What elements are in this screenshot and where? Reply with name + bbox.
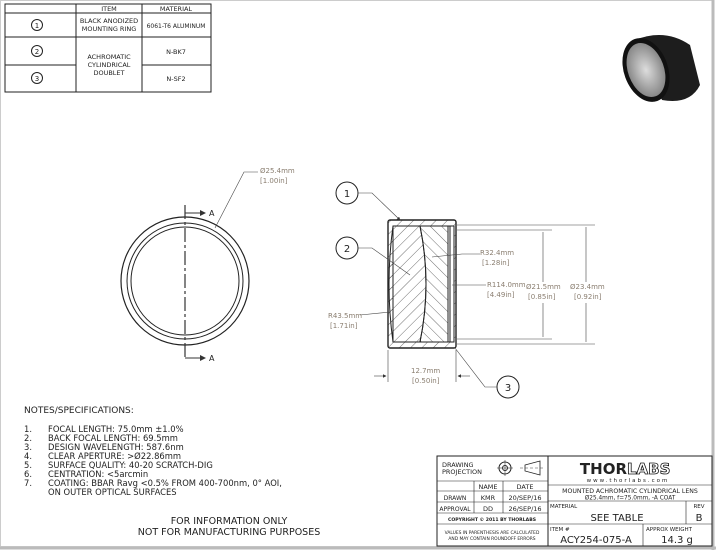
table-header-item: ITEM — [101, 5, 117, 13]
rev-label: REV — [693, 504, 704, 510]
radius-3-dim: R43.5mm — [328, 312, 362, 320]
radius-1-dim-in: [1.28in] — [482, 259, 510, 267]
drawn-name: KMR — [481, 494, 496, 502]
values-note: VALUES IN PARENTHESIS ARE CALCULATED — [445, 530, 540, 536]
length-dim-in: [0.50in] — [412, 377, 440, 385]
notes-title: NOTES/SPECIFICATIONS: — [24, 406, 134, 416]
note-text: BACK FOCAL LENGTH: 69.5mm — [48, 433, 178, 443]
note-text: CENTRATION: <5arcmin — [48, 469, 148, 479]
radius-3-dim-in: [1.71in] — [330, 322, 358, 330]
title-block: DRAWING PROJECTION NAME DATE DRAWN KMR 2… — [436, 455, 713, 547]
note-text: FOCAL LENGTH: 75.0mm ±1.0% — [48, 424, 184, 434]
note-number: 5. — [24, 460, 32, 470]
weight-label: APPROX WEIGHT — [646, 527, 693, 533]
section-label-top: A — [209, 209, 215, 218]
svg-text:THOR: THOR — [580, 460, 628, 478]
section-label-bottom: A — [209, 354, 215, 363]
balloon-label: 1 — [35, 22, 39, 30]
rev-value: B — [696, 513, 703, 524]
website-text: www.thorlabs.com — [587, 478, 670, 484]
radius-2-dim-in: [4.49in] — [487, 291, 515, 299]
date-header: DATE — [517, 483, 534, 491]
balloon-3-label: 3 — [505, 383, 511, 394]
copyright-text: COPYRIGHT © 2011 BY THORLABS — [448, 517, 536, 523]
item-text: MOUNTING RING — [82, 25, 137, 33]
note-text: CLEAR APERTURE: >Ø22.86mm — [48, 451, 181, 461]
disclaimer-line-1: FOR INFORMATION ONLY — [171, 516, 288, 527]
front-view: A A Ø25.4mm [1.00in] — [120, 167, 295, 363]
part-description: MOUNTED ACHROMATIC CYLINDRICAL LENS — [562, 488, 698, 495]
balloon-label: 2 — [35, 48, 39, 56]
radius-2-dim: R114.0mm — [487, 281, 526, 289]
notes-section: NOTES/SPECIFICATIONS: 1. FOCAL LENGTH: 7… — [24, 406, 320, 538]
note-number: 7. — [24, 478, 32, 488]
balloon-2 — [31, 45, 43, 57]
note-text: SURFACE QUALITY: 40-20 SCRATCH-DIG — [48, 460, 213, 470]
approval-date: 26/SEP/16 — [508, 505, 541, 513]
item-number-value: ACY254-075-A — [560, 535, 632, 546]
balloon-1-label: 1 — [344, 189, 350, 200]
radius-1-dim: R32.4mm — [480, 249, 514, 257]
lens-3d-render — [622, 35, 700, 102]
clear-diameter-dim: Ø21.5mm — [526, 283, 561, 291]
item-text: BLACK ANODIZED — [80, 17, 138, 25]
table-header-material: MATERIAL — [160, 5, 193, 13]
length-dim: 12.7mm — [411, 367, 440, 375]
outer-diameter-dim: Ø23.4mm — [570, 283, 605, 291]
item-number-label: ITEM # — [550, 527, 570, 533]
note-number: 6. — [24, 469, 32, 479]
approval-label: APPROVAL — [439, 506, 471, 513]
note-text: ON OUTER OPTICAL SURFACES — [48, 487, 177, 497]
thorlabs-logo: THOR LABS — [580, 460, 671, 479]
approval-name: DD — [483, 505, 493, 513]
parts-table: ITEM MATERIAL 1 2 3 BLACK ANODIZED MOUNT… — [4, 3, 212, 93]
disclaimer-line-2: NOT FOR MANUFACTURING PURPOSES — [138, 527, 320, 538]
material-value: SEE TABLE — [590, 513, 643, 524]
material-label: MATERIAL — [550, 504, 578, 510]
balloon-2-label: 2 — [344, 244, 350, 255]
part-description-specs: Ø25.4mm, f=75.0mm, -A COAT — [585, 495, 676, 502]
note-number: 3. — [24, 442, 32, 452]
balloon-label: 3 — [35, 75, 39, 83]
weight-value: 14.3 g — [661, 535, 693, 546]
drawn-date: 20/SEP/16 — [508, 494, 541, 502]
svg-text:LABS: LABS — [627, 460, 670, 478]
item-text: DOUBLET — [93, 69, 124, 77]
balloon-3 — [31, 72, 43, 84]
note-number: 1. — [24, 424, 32, 434]
drawn-label: DRAWN — [444, 495, 467, 502]
note-text: DESIGN WAVELENGTH: 587.6nm — [48, 442, 184, 452]
projection-label: DRAWING — [442, 461, 474, 469]
note-number: 2. — [24, 433, 32, 443]
material-text: N-SF2 — [166, 75, 185, 83]
diameter-dim-in: [1.00in] — [260, 177, 288, 185]
material-text: 6061-T6 ALUMINUM — [147, 23, 206, 30]
outer-diameter-dim-in: [0.92in] — [574, 293, 602, 301]
item-text: ACHROMATIC — [87, 53, 131, 61]
section-view: 1 2 3 R32.4mm [1.28in] R114.0mm [4.49in]… — [328, 181, 605, 399]
clear-diameter-dim-in: [0.85in] — [528, 293, 556, 301]
item-text: CYLINDRICAL — [88, 61, 131, 69]
projection-label: PROJECTION — [442, 468, 482, 476]
diameter-dim: Ø25.4mm — [260, 167, 295, 175]
note-text: COATING: BBAR Ravg <0.5% FROM 400-700nm,… — [48, 478, 282, 488]
values-note: AND MAY CONTAIN ROUNDOFF ERRORS — [448, 536, 535, 542]
note-number: 4. — [24, 451, 32, 461]
balloon-1 — [31, 19, 43, 31]
material-text: N-BK7 — [166, 48, 186, 56]
name-header: NAME — [478, 483, 497, 491]
third-angle-projection-icon — [497, 460, 544, 476]
